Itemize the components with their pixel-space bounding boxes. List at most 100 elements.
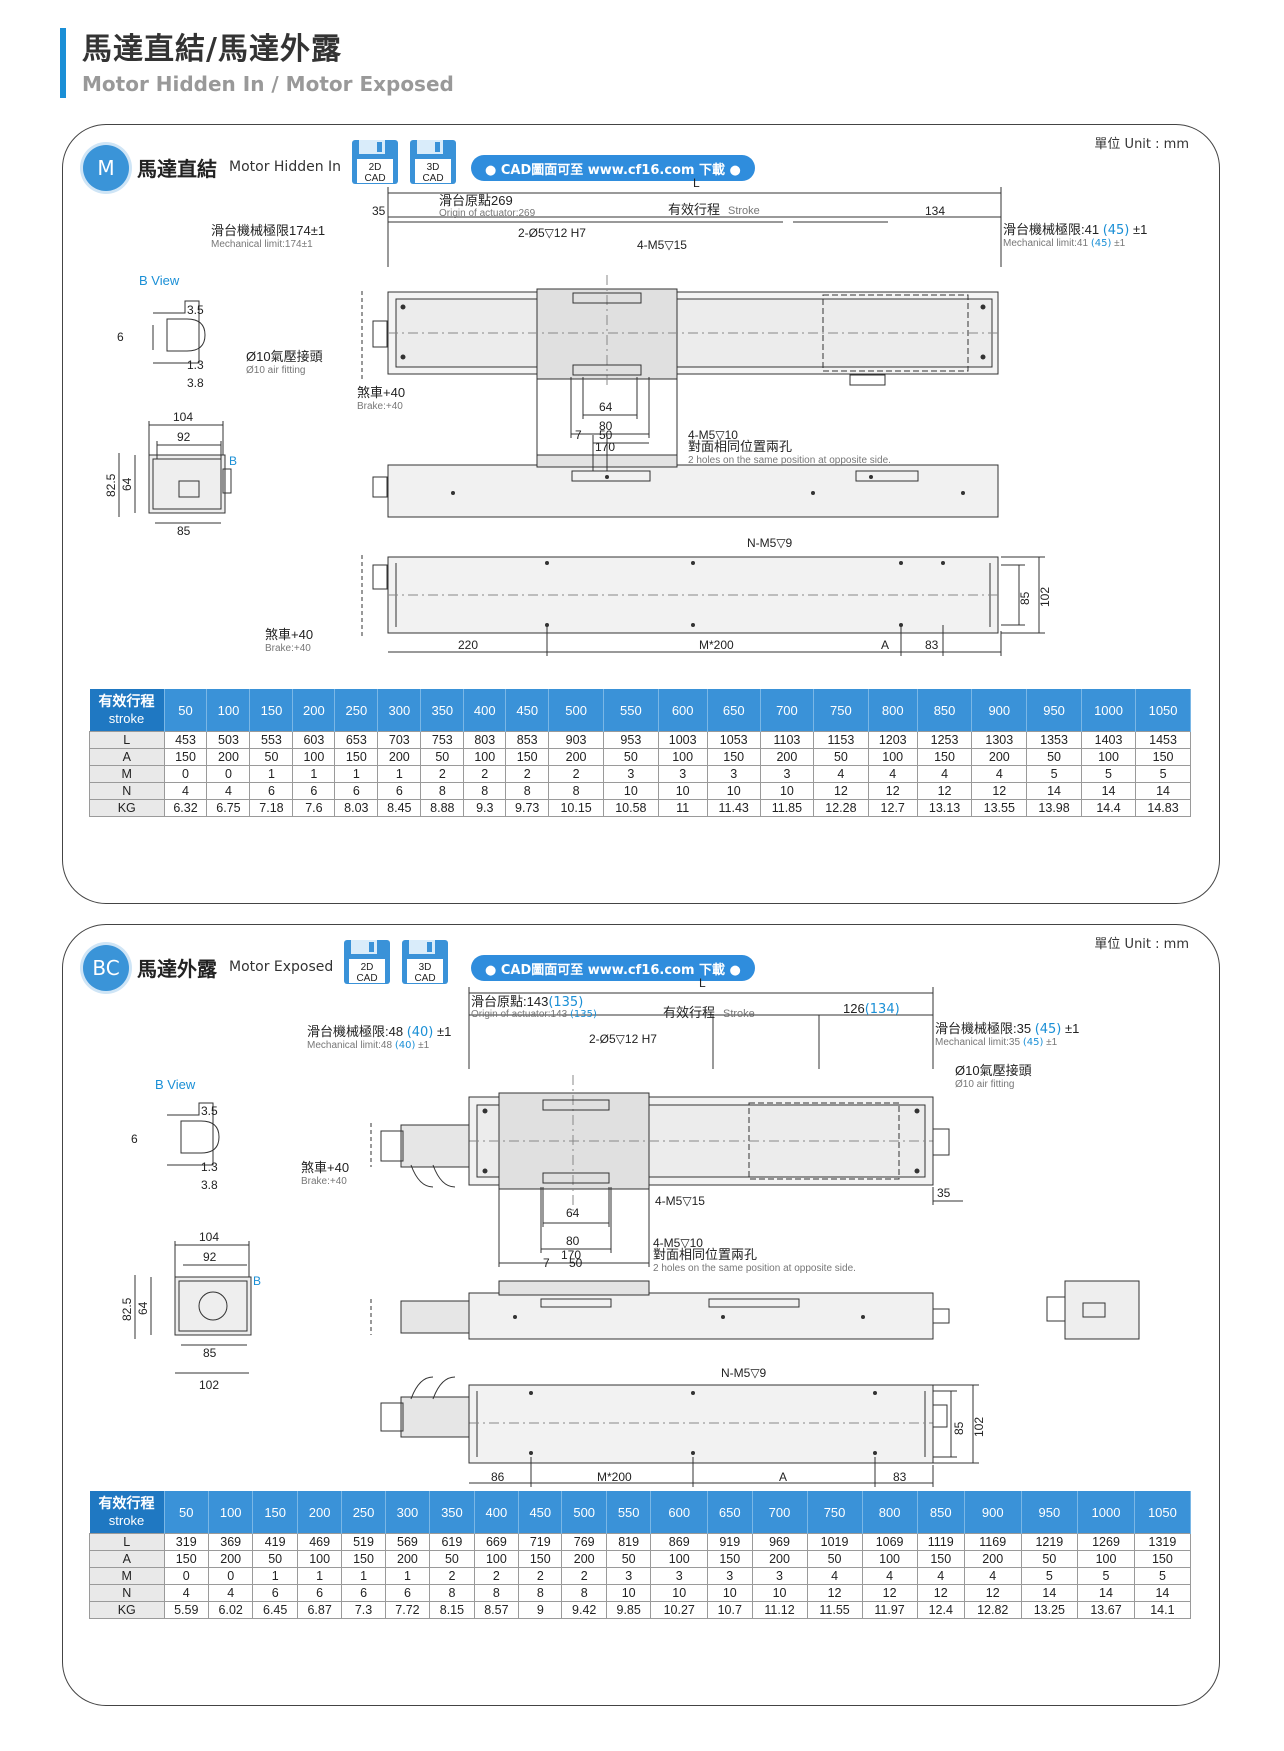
table-cell: 4 <box>867 765 918 783</box>
dim-64: 64 <box>599 400 613 414</box>
table-cell: 4 <box>813 765 869 783</box>
section-title-zh: 馬達外露 <box>137 957 217 981</box>
dim-126: 126(134) <box>843 1001 900 1017</box>
dim-83: 83 <box>925 638 939 652</box>
technical-drawing: L 35 滑台原點269 Origin of actuator:269 有效行程… <box>104 176 1147 656</box>
stroke-col: 1050 <box>1134 1491 1192 1534</box>
table-cell: 12 <box>806 1584 863 1602</box>
stroke-col: 750 <box>807 1491 863 1534</box>
b-view-label: B View <box>139 273 180 288</box>
brake-label-2-en: Brake:+40 <box>265 643 311 654</box>
dim-83: 83 <box>893 1470 907 1484</box>
table-cell: 1 <box>252 1567 298 1585</box>
dim-A: A <box>881 638 889 652</box>
table-cell: 11.55 <box>806 1601 863 1619</box>
origin-en: Origin of actuator:143 <box>471 1009 570 1020</box>
origin-zh: 滑台原點:143 <box>471 994 548 1009</box>
table-cell: 14 <box>1080 782 1137 800</box>
table-cell: 5 <box>1077 1567 1135 1585</box>
table-cell: 619 <box>429 1533 475 1551</box>
table-cell: 953 <box>602 731 659 749</box>
cad-download-link[interactable]: ● CAD圖面可至 www.cf16.com 下載 ● <box>471 155 755 181</box>
brake-label: 煞車+40 <box>301 1160 349 1175</box>
cad-2d-icon[interactable]: 2D CAD <box>343 939 391 985</box>
stroke-col: 200 <box>297 1491 343 1534</box>
table-cell: 9.3 <box>463 799 507 817</box>
table-cell: 2 <box>429 1567 475 1585</box>
cad-3d-icon[interactable]: 3D CAD <box>401 939 449 985</box>
row-label: N <box>89 1584 165 1602</box>
title-accent-bar <box>60 28 66 98</box>
table-cell: 7.18 <box>249 799 294 817</box>
stroke-col: 850 <box>917 689 973 732</box>
air-fitting-label-en: Ø10 air fitting <box>246 365 305 376</box>
table-cell: 150 <box>163 748 208 766</box>
mech-left-tol: ±1 <box>433 1024 451 1039</box>
row-label: A <box>89 1550 165 1568</box>
table-cell: 0 <box>163 765 208 783</box>
table-cell: 8 <box>473 1584 520 1602</box>
table-cell: 0 <box>207 1567 254 1585</box>
table-cell: 10 <box>751 1584 808 1602</box>
table-cell: 2 <box>473 1567 520 1585</box>
dim-126-val: 126 <box>843 1001 865 1016</box>
dim-A: A <box>779 1470 787 1484</box>
table-cell: 853 <box>505 731 550 749</box>
table-cell: 1 <box>249 765 294 783</box>
cad-download-link[interactable]: ● CAD圖面可至 www.cf16.com 下載 ● <box>471 955 755 981</box>
table-cell: 13.98 <box>1026 799 1082 817</box>
table-cell: 100 <box>473 1550 520 1568</box>
stroke-col: 600 <box>650 1491 709 1534</box>
page-title: 馬達直結/馬達外露 <box>82 32 342 67</box>
dim-64: 64 <box>566 1206 580 1220</box>
table-cell: 0 <box>163 1567 209 1585</box>
table-cell: 1 <box>296 1567 343 1585</box>
table-cell: 12 <box>916 782 973 800</box>
dim-85-vert: 85 <box>952 1421 966 1435</box>
cad-3d-icon[interactable]: 3D CAD <box>409 139 457 185</box>
table-cell: 11.43 <box>706 799 761 817</box>
dim-m200: M*200 <box>699 638 734 652</box>
table-cell: 12 <box>971 782 1028 800</box>
table-cell: 8.03 <box>334 799 379 817</box>
table-cell: 3 <box>751 1567 808 1585</box>
table-cell: 100 <box>1080 748 1137 766</box>
m5-15-label: 4-M5▽15 <box>655 1194 705 1208</box>
table-cell: 12 <box>867 782 918 800</box>
cad-2d-icon[interactable]: 2D CAD <box>351 139 399 185</box>
table-cell: 1 <box>334 765 379 783</box>
table-cell: 1203 <box>867 731 918 749</box>
table-cell: 11.97 <box>861 1601 918 1619</box>
section-badge: BC <box>83 945 129 991</box>
dim-80: 80 <box>599 419 613 433</box>
table-cell: 7.6 <box>292 799 336 817</box>
row-label: L <box>89 1533 165 1551</box>
stroke-col: 500 <box>548 689 604 732</box>
origin-label-en: Origin of actuator:143 (135) <box>471 1009 597 1020</box>
table-cell: 6.45 <box>252 1601 298 1619</box>
table-cell: 200 <box>759 748 815 766</box>
table-cell: 50 <box>1020 1550 1079 1568</box>
table-cell: 1 <box>341 1567 386 1585</box>
table-cell: 10 <box>650 1584 709 1602</box>
table-cell: 653 <box>334 731 379 749</box>
section-title-en: Motor Exposed <box>229 959 334 975</box>
table-cell: 4 <box>861 1567 918 1585</box>
table-cell: 5 <box>1133 1567 1192 1585</box>
mech-limit-left: 滑台機械極限174±1 <box>211 223 325 238</box>
opposite-holes-label-en: 2 holes on the same position at opposite… <box>688 455 891 466</box>
page-subtitle: Motor Hidden In / Motor Exposed <box>82 72 454 96</box>
cad-2d-line1: 2D <box>361 962 374 973</box>
table-cell: 200 <box>561 1550 607 1568</box>
brake-label-en: Brake:+40 <box>301 1176 347 1187</box>
table-cell: 8 <box>561 1584 607 1602</box>
table-cell: 50 <box>429 1550 475 1568</box>
table-cell: 553 <box>249 731 294 749</box>
stroke-col: 250 <box>341 1491 386 1534</box>
table-cell: 14 <box>1133 1584 1192 1602</box>
table-cell: 100 <box>1077 1550 1135 1568</box>
table-cell: 10.15 <box>548 799 604 817</box>
b-dim-3-5: 3.5 <box>201 1104 218 1118</box>
